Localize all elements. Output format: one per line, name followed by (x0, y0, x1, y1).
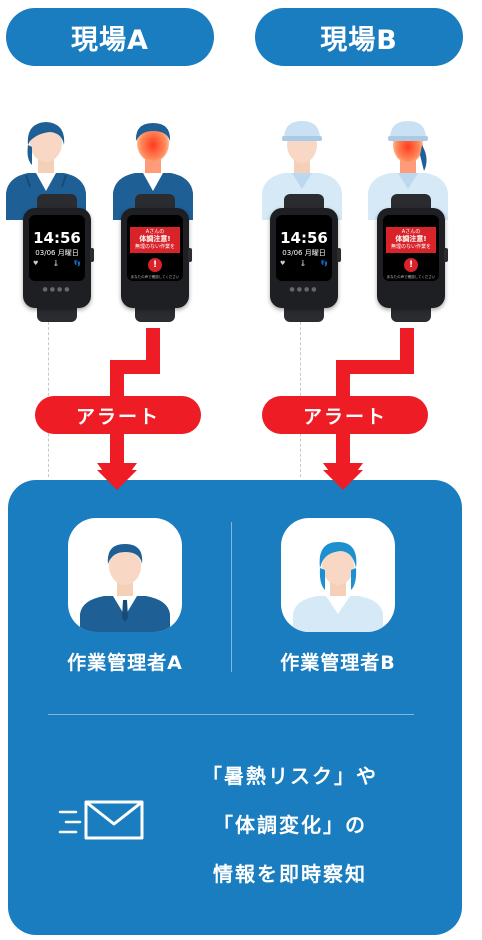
watch-time: 14:56 (33, 229, 81, 247)
watch-screen: 14:56 03/06 月曜日 ♥ 🌡 👣 (276, 215, 332, 281)
watch-dots: ●●●● (289, 286, 319, 293)
watch-screen: 14:56 03/06 月曜日 ♥ 🌡 👣 (29, 215, 85, 281)
watch-alert-box: Aさんの 体調注意! 無理のない作業を (130, 227, 180, 253)
alert-title: 体調注意! (395, 235, 427, 244)
watch-alert-screen: Aさんの 体調注意! 無理のない作業を ! あなたの声で確認してください (127, 215, 183, 281)
thermometer-icon: 🌡 (299, 260, 307, 267)
smartwatch-alert-b: Aさんの 体調注意! 無理のない作業を ! あなたの声で確認してください (377, 194, 448, 322)
arrow-tips (97, 470, 363, 490)
alert-sub: 無理のない作業を (134, 244, 175, 250)
watch-alert-box: Aさんの 体調注意! 無理のない作業を (386, 227, 436, 253)
manager-b-label: 作業管理者B (280, 652, 396, 674)
alert-sub: 無理のない作業を (390, 244, 431, 250)
manager-b-avatar (281, 518, 395, 632)
site-a-pill: 現場A (6, 8, 214, 66)
watch-time: 14:56 (280, 229, 328, 247)
alert-pill-label: アラート (302, 405, 387, 428)
alert-footer: あなたの声で確認してください (130, 275, 180, 279)
watch-date: 03/06 月曜日 (35, 249, 79, 257)
exclamation-icon: ! (404, 258, 418, 272)
message-line-3: 情報を即時察知 (213, 862, 367, 886)
alert-name: Aさんの (145, 229, 165, 235)
footprint-icon: 👣 (320, 260, 328, 267)
thermometer-icon: 🌡 (52, 260, 60, 267)
manager-female-icon (293, 542, 383, 632)
alert-footer: あなたの声で確認してください (386, 275, 436, 279)
section-divider (48, 714, 414, 715)
manager-a-avatar (68, 518, 182, 632)
heart-icon: ♥ (280, 260, 286, 267)
alert-pill-a: アラート (35, 396, 201, 434)
alert-title: 体調注意! (139, 235, 171, 244)
smartwatch-normal-a: 14:56 03/06 月曜日 ♥ 🌡 👣 ●●●● (23, 194, 94, 322)
exclamation-icon: ! (148, 258, 162, 272)
watch-dots: ●●●● (42, 286, 72, 293)
alert-name: Aさんの (401, 229, 421, 235)
manager-male-icon (80, 544, 170, 632)
heart-icon: ♥ (33, 260, 39, 267)
alert-pill-b: アラート (262, 396, 428, 434)
mail-send-icon (58, 800, 144, 840)
message-line-2: 「体調変化」の (213, 813, 367, 837)
site-b-pill: 現場B (255, 8, 463, 66)
watch-metrics: ♥ 🌡 👣 (280, 260, 328, 267)
smartwatch-normal-b: 14:56 03/06 月曜日 ♥ 🌡 👣 ●●●● (270, 194, 341, 322)
watch-alert-screen: Aさんの 体調注意! 無理のない作業を ! あなたの声で確認してください (383, 215, 439, 281)
alert-pill-label: アラート (75, 405, 160, 428)
manager-divider (231, 522, 232, 672)
smartwatch-alert-a: Aさんの 体調注意! 無理のない作業を ! あなたの声で確認してください (121, 194, 192, 322)
watch-date: 03/06 月曜日 (282, 249, 326, 257)
site-b-label: 現場B (320, 24, 398, 56)
message-line-1: 「暑熱リスク」や (202, 764, 378, 788)
site-a-label: 現場A (71, 24, 149, 56)
watch-metrics: ♥ 🌡 👣 (33, 260, 81, 267)
manager-a-label: 作業管理者A (67, 652, 183, 674)
footprint-icon: 👣 (73, 260, 81, 267)
